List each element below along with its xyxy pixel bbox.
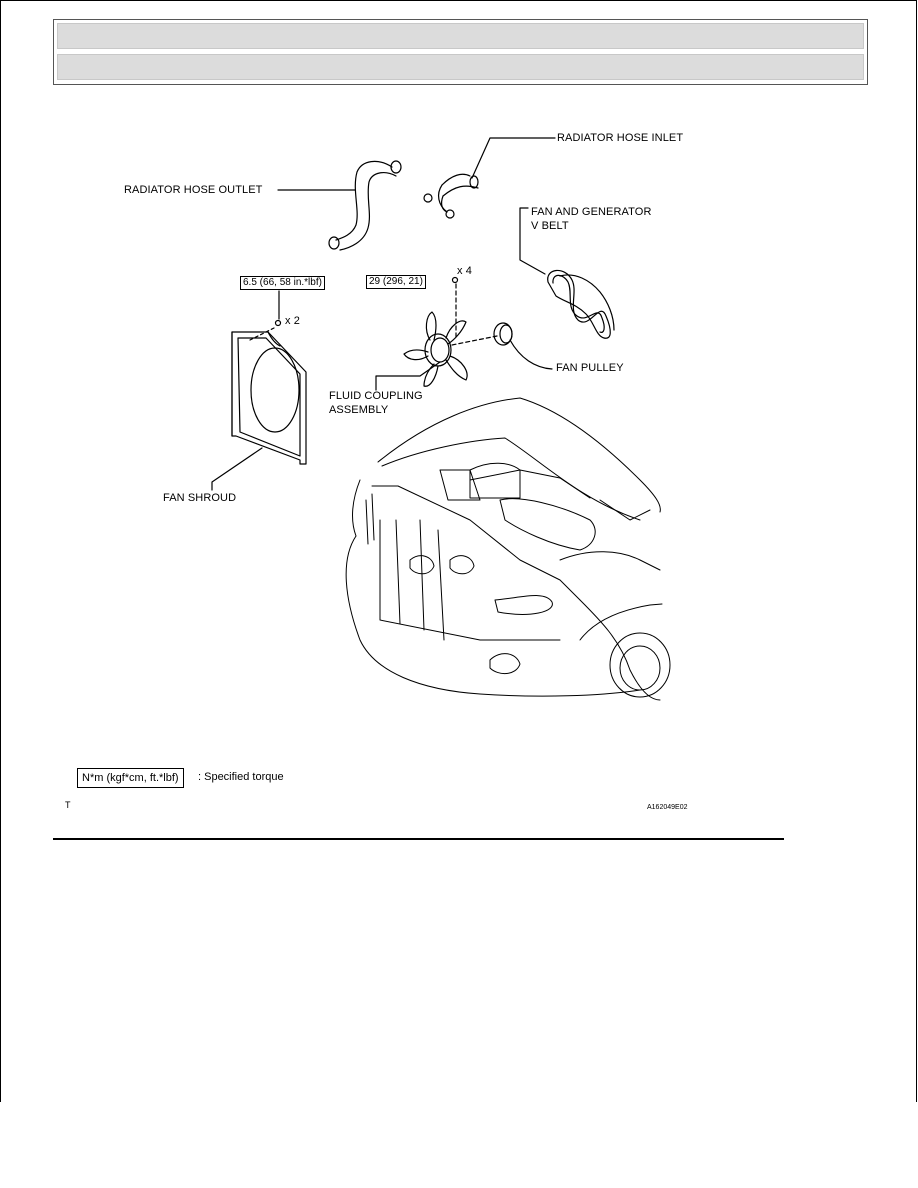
label-belt-line2: V BELT <box>531 220 569 232</box>
legend-torque-unit: N*m (kgf*cm, ft.*lbf) <box>77 768 184 788</box>
coupling-leader <box>375 361 441 391</box>
shroud-bolt-icon <box>274 319 282 327</box>
label-fluid-coupling-line2: ASSEMBLY <box>329 404 389 416</box>
legend-torque-text: : Specified torque <box>198 771 284 783</box>
fluid-coupling-fan <box>403 311 468 387</box>
page-frame <box>0 0 917 1102</box>
fan-pulley <box>493 322 513 346</box>
label-belt-line1: FAN AND GENERATOR <box>531 206 652 218</box>
fan-pulley-leader <box>509 339 553 370</box>
torque-qty-coupling: x 4 <box>457 265 472 277</box>
hose-inlet-leader <box>471 137 556 179</box>
header-bar-bottom <box>57 54 864 80</box>
footer-mark: T <box>65 800 71 810</box>
coupling-bolt-icon <box>451 276 459 284</box>
label-radiator-hose-inlet: RADIATOR HOSE INLET <box>557 132 684 144</box>
fan-shroud-leader <box>211 447 263 491</box>
label-fan-shroud: FAN SHROUD <box>163 492 237 504</box>
label-fluid-coupling-line1: FLUID COUPLING <box>329 390 423 402</box>
belt-leader <box>519 207 546 275</box>
fan-shroud <box>231 331 307 465</box>
torque-qty-shroud: x 2 <box>285 315 300 327</box>
figure-code: A162049E02 <box>647 804 688 811</box>
radiator-hose-inlet <box>423 173 479 219</box>
header-bar-top <box>57 23 864 49</box>
torque-box-coupling: 29 (296, 21) <box>366 275 426 289</box>
label-radiator-hose-outlet: RADIATOR HOSE OUTLET <box>124 184 263 196</box>
pulley-axis-line <box>451 335 498 346</box>
vehicle-front-illustration <box>345 397 671 701</box>
header-banner <box>53 19 868 85</box>
fan-generator-v-belt <box>547 269 615 339</box>
radiator-hose-outlet <box>328 160 402 251</box>
shroud-bolt-line <box>249 327 275 341</box>
section-divider <box>53 838 784 840</box>
label-fan-pulley: FAN PULLEY <box>556 362 624 374</box>
torque-box-shroud: 6.5 (66, 58 in.*lbf) <box>240 276 325 290</box>
